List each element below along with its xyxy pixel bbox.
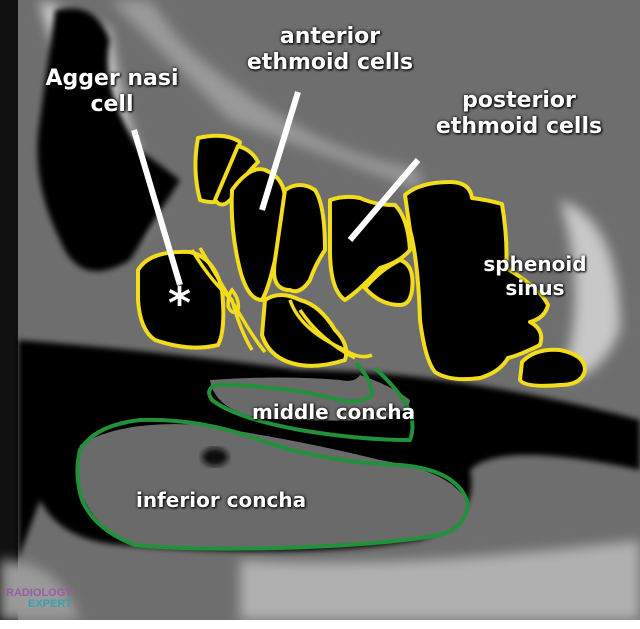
label-posterior-ethmoid-line1: posterior — [462, 88, 576, 113]
label-posterior-ethmoid: posterior ethmoid cells — [408, 88, 630, 141]
sphenoid-sinus-outline — [403, 180, 550, 382]
label-sphenoid-line2: sinus — [505, 276, 565, 300]
anterior-ethmoid-pointer — [259, 91, 301, 211]
pointer-lines — [131, 91, 421, 286]
sinus-outlines — [136, 133, 587, 388]
label-sphenoid-sinus: sphenoid sinus — [460, 252, 610, 300]
radiology-expert-watermark: RADIOLOGY EXPERT — [6, 588, 73, 610]
agger-nasi-outline — [136, 249, 226, 350]
watermark-line2: EXPERT — [28, 598, 73, 610]
anterior-ethmoid-cell-4 — [272, 183, 327, 294]
concha-outlines — [75, 361, 470, 551]
label-inferior-concha: inferior concha — [136, 488, 307, 512]
label-middle-concha: middle concha — [252, 400, 416, 424]
anterior-ethmoid-cell-3 — [229, 167, 287, 302]
septa-lines — [190, 247, 373, 360]
sphenoid-lower-cell — [518, 347, 587, 388]
label-sphenoid-line1: sphenoid — [483, 252, 587, 276]
label-agger-nasi-line1: Agger nasi — [45, 66, 179, 91]
posterior-ethmoid-cell-1 — [328, 194, 412, 302]
agger-nasi-asterisk: * — [168, 278, 192, 329]
label-agger-nasi: Agger nasi cell — [22, 66, 202, 119]
label-posterior-ethmoid-line2: ethmoid cells — [435, 114, 603, 140]
agger-nasi-pointer — [131, 129, 183, 286]
posterior-ethmoid-cell-2 — [363, 258, 415, 307]
ethmoid-lower-cell — [260, 293, 349, 368]
inferior-concha-outline — [75, 417, 470, 551]
middle-concha-outline — [207, 361, 415, 442]
label-agger-nasi-line2: cell — [90, 92, 134, 118]
posterior-ethmoid-pointer — [347, 158, 421, 242]
watermark-line1: RADIOLOGY — [6, 587, 73, 599]
label-anterior-ethmoid: anterior ethmoid cells — [230, 24, 430, 77]
label-anterior-ethmoid-line1: anterior — [279, 24, 381, 49]
label-anterior-ethmoid-line2: ethmoid cells — [246, 50, 414, 76]
